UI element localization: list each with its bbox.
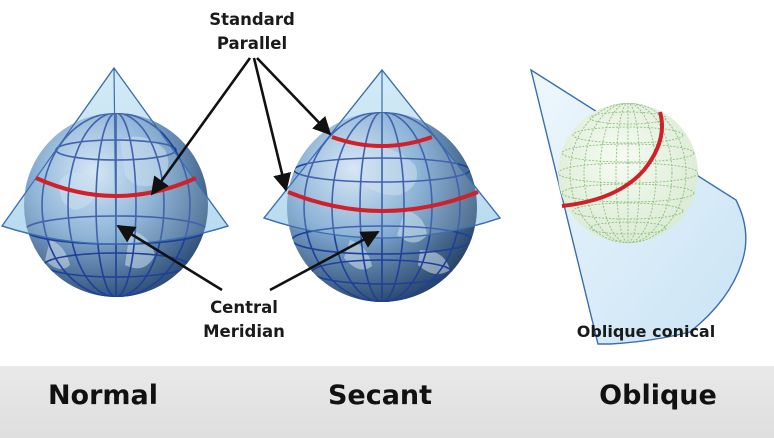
oblique-projection <box>529 68 747 345</box>
central-meridian-arrow-normal <box>116 224 223 292</box>
central-meridian-label-line1: Central <box>210 298 278 317</box>
standard-parallel-arrow-normal <box>150 57 252 196</box>
standard-parallel-label-line2: Parallel <box>217 34 287 53</box>
normal-standard-parallel-line <box>35 176 197 198</box>
secant-projection <box>262 69 502 302</box>
caption-secant: Secant <box>327 380 433 411</box>
oblique-standard-parallel-line <box>561 111 664 208</box>
central-meridian-label-line2: Meridian <box>203 322 285 341</box>
annotation-arrows <box>116 57 380 292</box>
secant-standard-parallel-top <box>331 135 433 148</box>
standard-parallel-label: Standard Parallel <box>209 10 295 53</box>
central-meridian-arrow-secant <box>269 230 380 292</box>
caption-bar <box>0 366 774 438</box>
secant-standard-parallel-bottom <box>287 190 479 213</box>
oblique-globe <box>558 103 698 243</box>
normal-projection <box>1 66 229 297</box>
caption-normal: Normal <box>47 380 159 411</box>
oblique-conical-label: Oblique conical <box>577 322 715 341</box>
standard-parallel-arrow-secant-bottom <box>252 57 291 192</box>
standard-parallel-label-line1: Standard <box>209 10 295 29</box>
central-meridian-label: Central Meridian <box>203 298 285 341</box>
standard-parallel-arrow-secant-top <box>256 57 332 136</box>
caption-oblique: Oblique <box>599 380 717 411</box>
